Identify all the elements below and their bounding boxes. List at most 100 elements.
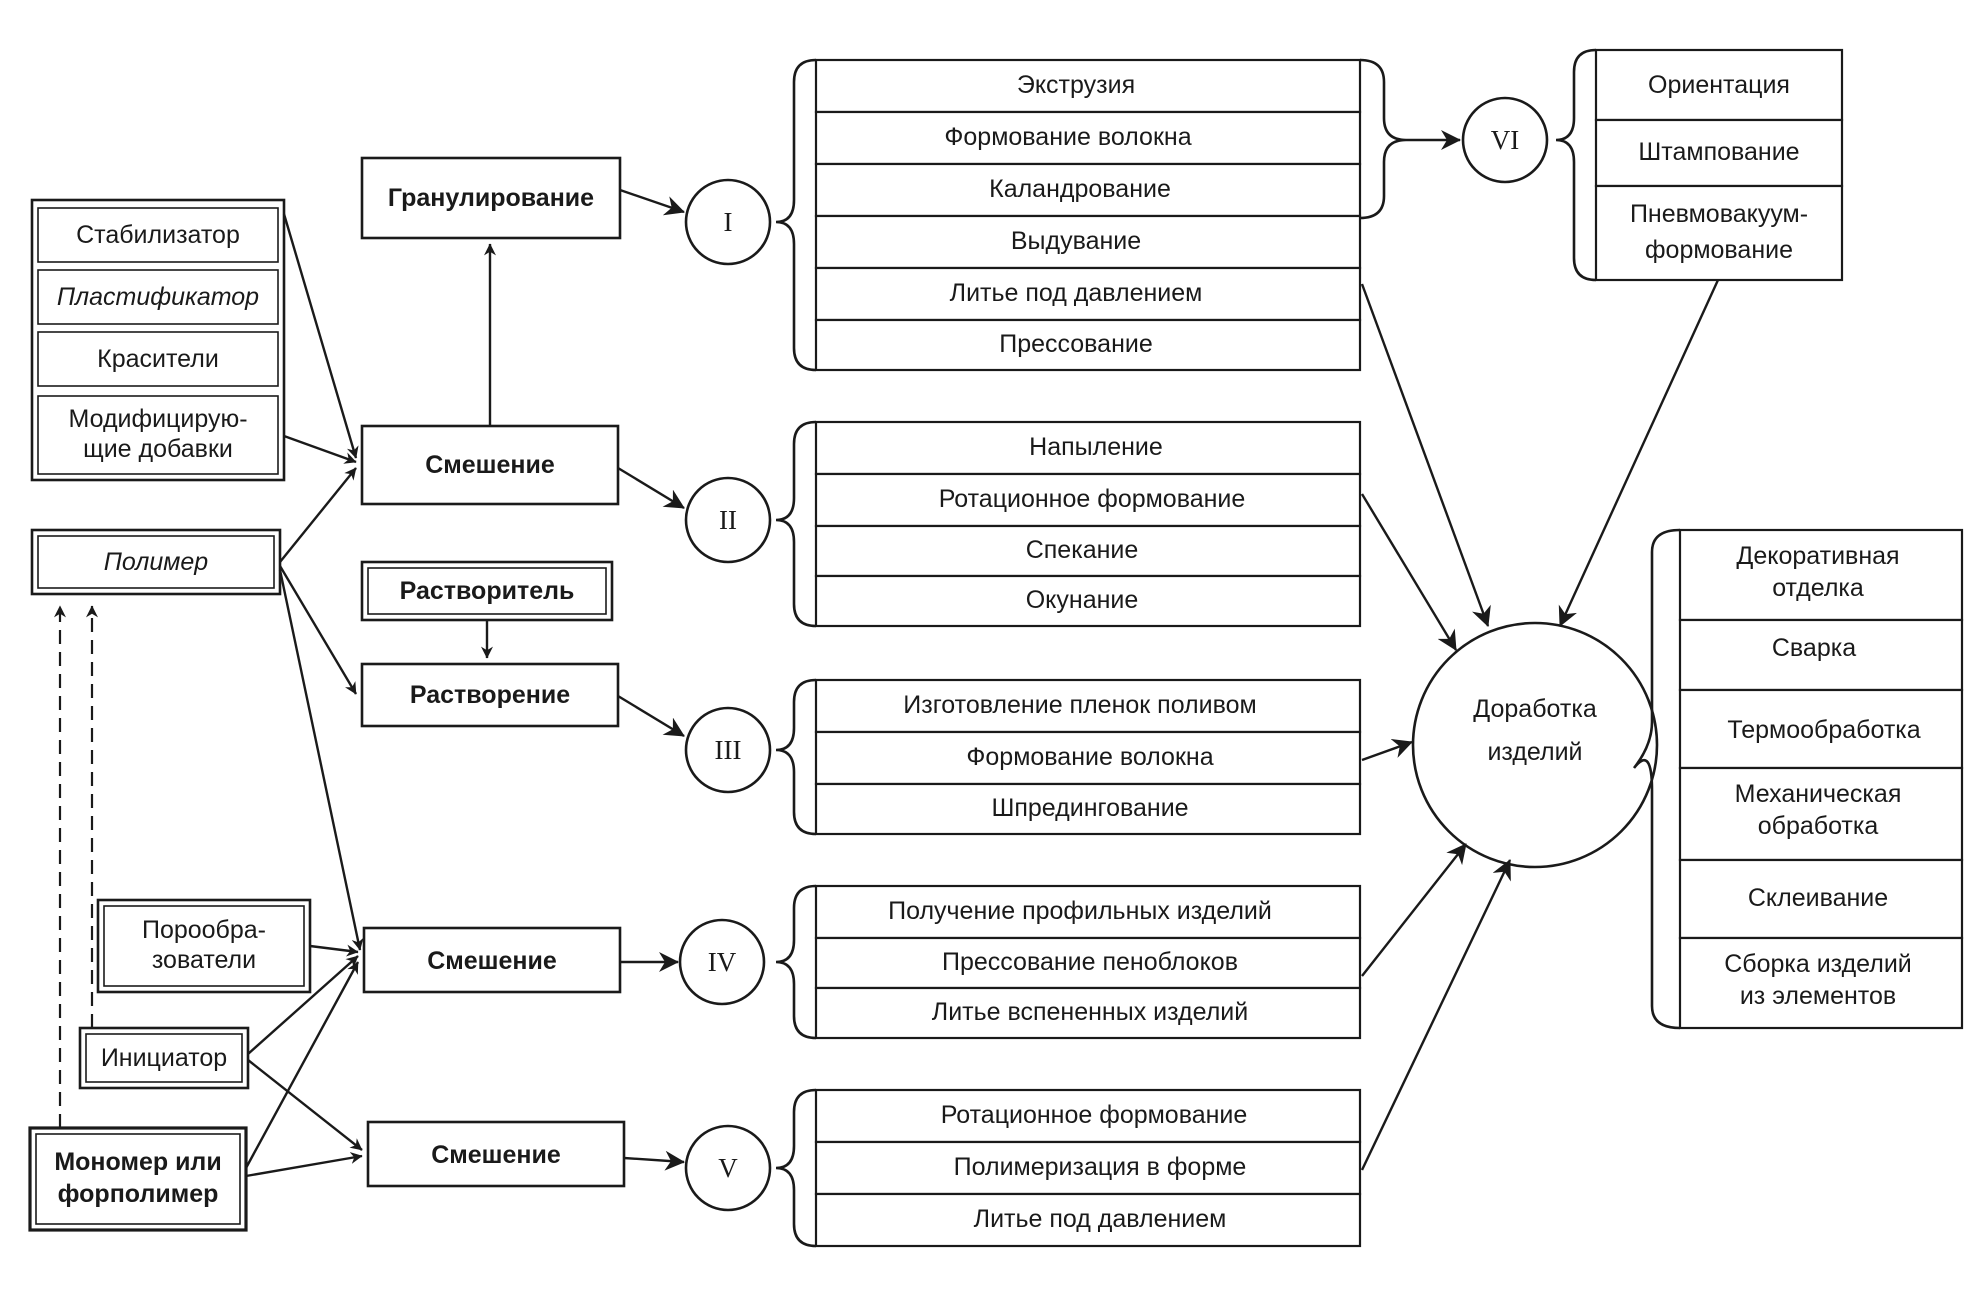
modifiers-label-line1: Модифицирую-	[68, 405, 247, 433]
mixing-4-label: Смешение	[427, 947, 557, 975]
finishing-circle: Доработка изделий	[1411, 621, 1659, 869]
group-III-method-2: Формование волокна	[966, 743, 1213, 771]
circle-I-label: I	[724, 207, 733, 237]
group-I-rows: Экструзия Формование волокна Каландрован…	[814, 58, 1362, 372]
granulation-box: Гранулирование	[360, 156, 622, 240]
group-VI-row-3	[1594, 184, 1844, 282]
group-VI-method-3-line2: формование	[1645, 236, 1793, 264]
circle-III: III	[684, 706, 772, 794]
stabilizer-box	[37, 207, 279, 263]
additives-group: Стабилизатор Пластификатор Красители Мод…	[30, 198, 286, 482]
arrow-foaming-to-mixing-4	[309, 944, 359, 957]
arrow-monomer-to-mixing-4	[244, 961, 360, 1169]
group-V-method-2: Полимеризация в форме	[954, 1153, 1247, 1181]
initiator-box: Инициатор	[78, 1026, 250, 1090]
group-I-method-5: Литье под давлением	[950, 279, 1203, 307]
polymer-label: Полимер	[104, 548, 209, 576]
group-V-method-1: Ротационное формование	[941, 1101, 1248, 1129]
group-I-row-2	[814, 110, 1362, 166]
group-II-method-3: Спекание	[1026, 536, 1139, 564]
arrow-polymer-to-dissolution	[278, 565, 358, 695]
initiator-label: Инициатор	[101, 1044, 227, 1072]
group-VI-method-2: Штампование	[1638, 138, 1799, 166]
monomer-label-line1: Мономер или	[54, 1148, 221, 1176]
arrow-stabilizer-to-mixing	[282, 213, 359, 459]
finishing-op-6-line2: из элементов	[1740, 982, 1896, 1010]
brace-group-I-to-VI	[1359, 58, 1407, 220]
finishing-label-line2: изделий	[1487, 738, 1582, 766]
group-III-row-1	[814, 678, 1362, 734]
circle-VI-label: VI	[1491, 125, 1520, 155]
group-IV-method-1: Получение профильных изделий	[888, 897, 1272, 925]
circle-IV: IV	[678, 918, 766, 1006]
circle-IV-label: IV	[708, 947, 737, 977]
finishing-op-4-line2: обработка	[1758, 812, 1879, 840]
monomer-box: Мономер или форполимер	[28, 1126, 248, 1232]
group-I-row-1	[814, 58, 1362, 114]
group-IV-method-2: Прессование пеноблоков	[942, 948, 1238, 976]
finishing-label-line1: Доработка	[1473, 695, 1597, 723]
group-V-method-3: Литье под давлением	[974, 1205, 1227, 1233]
arrow-granulation-to-I	[619, 188, 685, 216]
group-VI-table: Ориентация Штампование Пневмовакуум- фор…	[1555, 48, 1844, 282]
group-VI-row-1	[1594, 48, 1844, 122]
group-I-row-3	[814, 162, 1362, 218]
arrow-V-to-finishing	[1360, 859, 1512, 1171]
arrow-mixing-5-to-V	[623, 1150, 685, 1171]
group-VI-method-1: Ориентация	[1648, 71, 1790, 99]
finishing-op-1-line1: Декоративная	[1736, 542, 1899, 570]
arrow-II-to-finishing	[1360, 493, 1458, 651]
circle-V: V	[684, 1124, 772, 1212]
modifiers-box	[37, 395, 279, 475]
finishing-operations-table: Декоративная отделка Сварка Термообработ…	[1632, 528, 1964, 1030]
group-III-method-1: Изготовление пленок поливом	[903, 691, 1256, 719]
group-III-method-3: Шпредингование	[991, 794, 1188, 822]
group-I-table: Экструзия Формование волокна Каландрован…	[775, 58, 1362, 372]
group-II-method-2: Ротационное формование	[939, 485, 1246, 513]
finishing-row-6	[1678, 936, 1964, 1030]
mixing-1-label: Смешение	[425, 451, 555, 479]
dyes-box	[37, 331, 279, 387]
connectors	[54, 58, 1720, 1178]
foaming-agents-label-line1: Порообра-	[142, 916, 266, 944]
finishing-op-2: Сварка	[1772, 634, 1856, 662]
group-I-method-6: Прессование	[999, 330, 1153, 358]
modifiers-label-line2: щие добавки	[83, 435, 233, 463]
monomer-label-line2: форполимер	[58, 1180, 219, 1208]
finishing-row-3	[1678, 688, 1964, 770]
group-V-row-1	[814, 1088, 1362, 1144]
arrow-monomer-to-mixing-5	[245, 1152, 363, 1178]
finishing-op-4-line1: Механическая	[1735, 780, 1902, 808]
group-II-row-1	[814, 420, 1362, 476]
arrow-polymer-to-mixing-4	[278, 569, 364, 951]
group-I-method-2: Формование волокна	[944, 123, 1191, 151]
granulation-label: Гранулирование	[388, 184, 594, 212]
group-II-table: Напыление Ротационное формование Спекани…	[775, 420, 1362, 628]
arrow-mixing-to-II	[617, 466, 685, 510]
group-VI-method-3-line1: Пневмовакуум-	[1630, 200, 1808, 228]
mixing-1-box: Смешение	[360, 424, 620, 506]
group-III-row-2	[814, 730, 1362, 786]
foaming-agents-box: Порообра- зователи	[96, 898, 312, 994]
circle-II-label: II	[719, 505, 737, 535]
finishing-op-5: Склеивание	[1748, 884, 1888, 912]
stabilizer-label: Стабилизатор	[76, 221, 240, 249]
dissolution-label: Растворение	[410, 681, 570, 709]
foaming-agents-label-line2: зователи	[152, 946, 256, 974]
circle-V-label: V	[718, 1153, 738, 1183]
group-IV-method-3: Литье вспененных изделий	[932, 998, 1248, 1026]
solvent-box: Растворитель	[360, 560, 614, 622]
group-IV-table: Получение профильных изделий Прессование…	[775, 884, 1362, 1040]
finishing-op-3: Термообработка	[1727, 716, 1920, 744]
arrow-modifiers-to-mixing	[283, 434, 357, 464]
arrow-III-to-finishing	[1361, 739, 1413, 762]
mixing-5-label: Смешение	[431, 1141, 561, 1169]
group-III-table: Изготовление пленок поливом Формование в…	[775, 678, 1362, 836]
arrow-dissolution-to-III	[617, 694, 685, 738]
group-II-method-1: Напыление	[1029, 433, 1163, 461]
arrow-IV-to-finishing	[1361, 843, 1467, 977]
plasticizer-box	[37, 269, 279, 325]
group-I-method-1: Экструзия	[1017, 71, 1135, 99]
